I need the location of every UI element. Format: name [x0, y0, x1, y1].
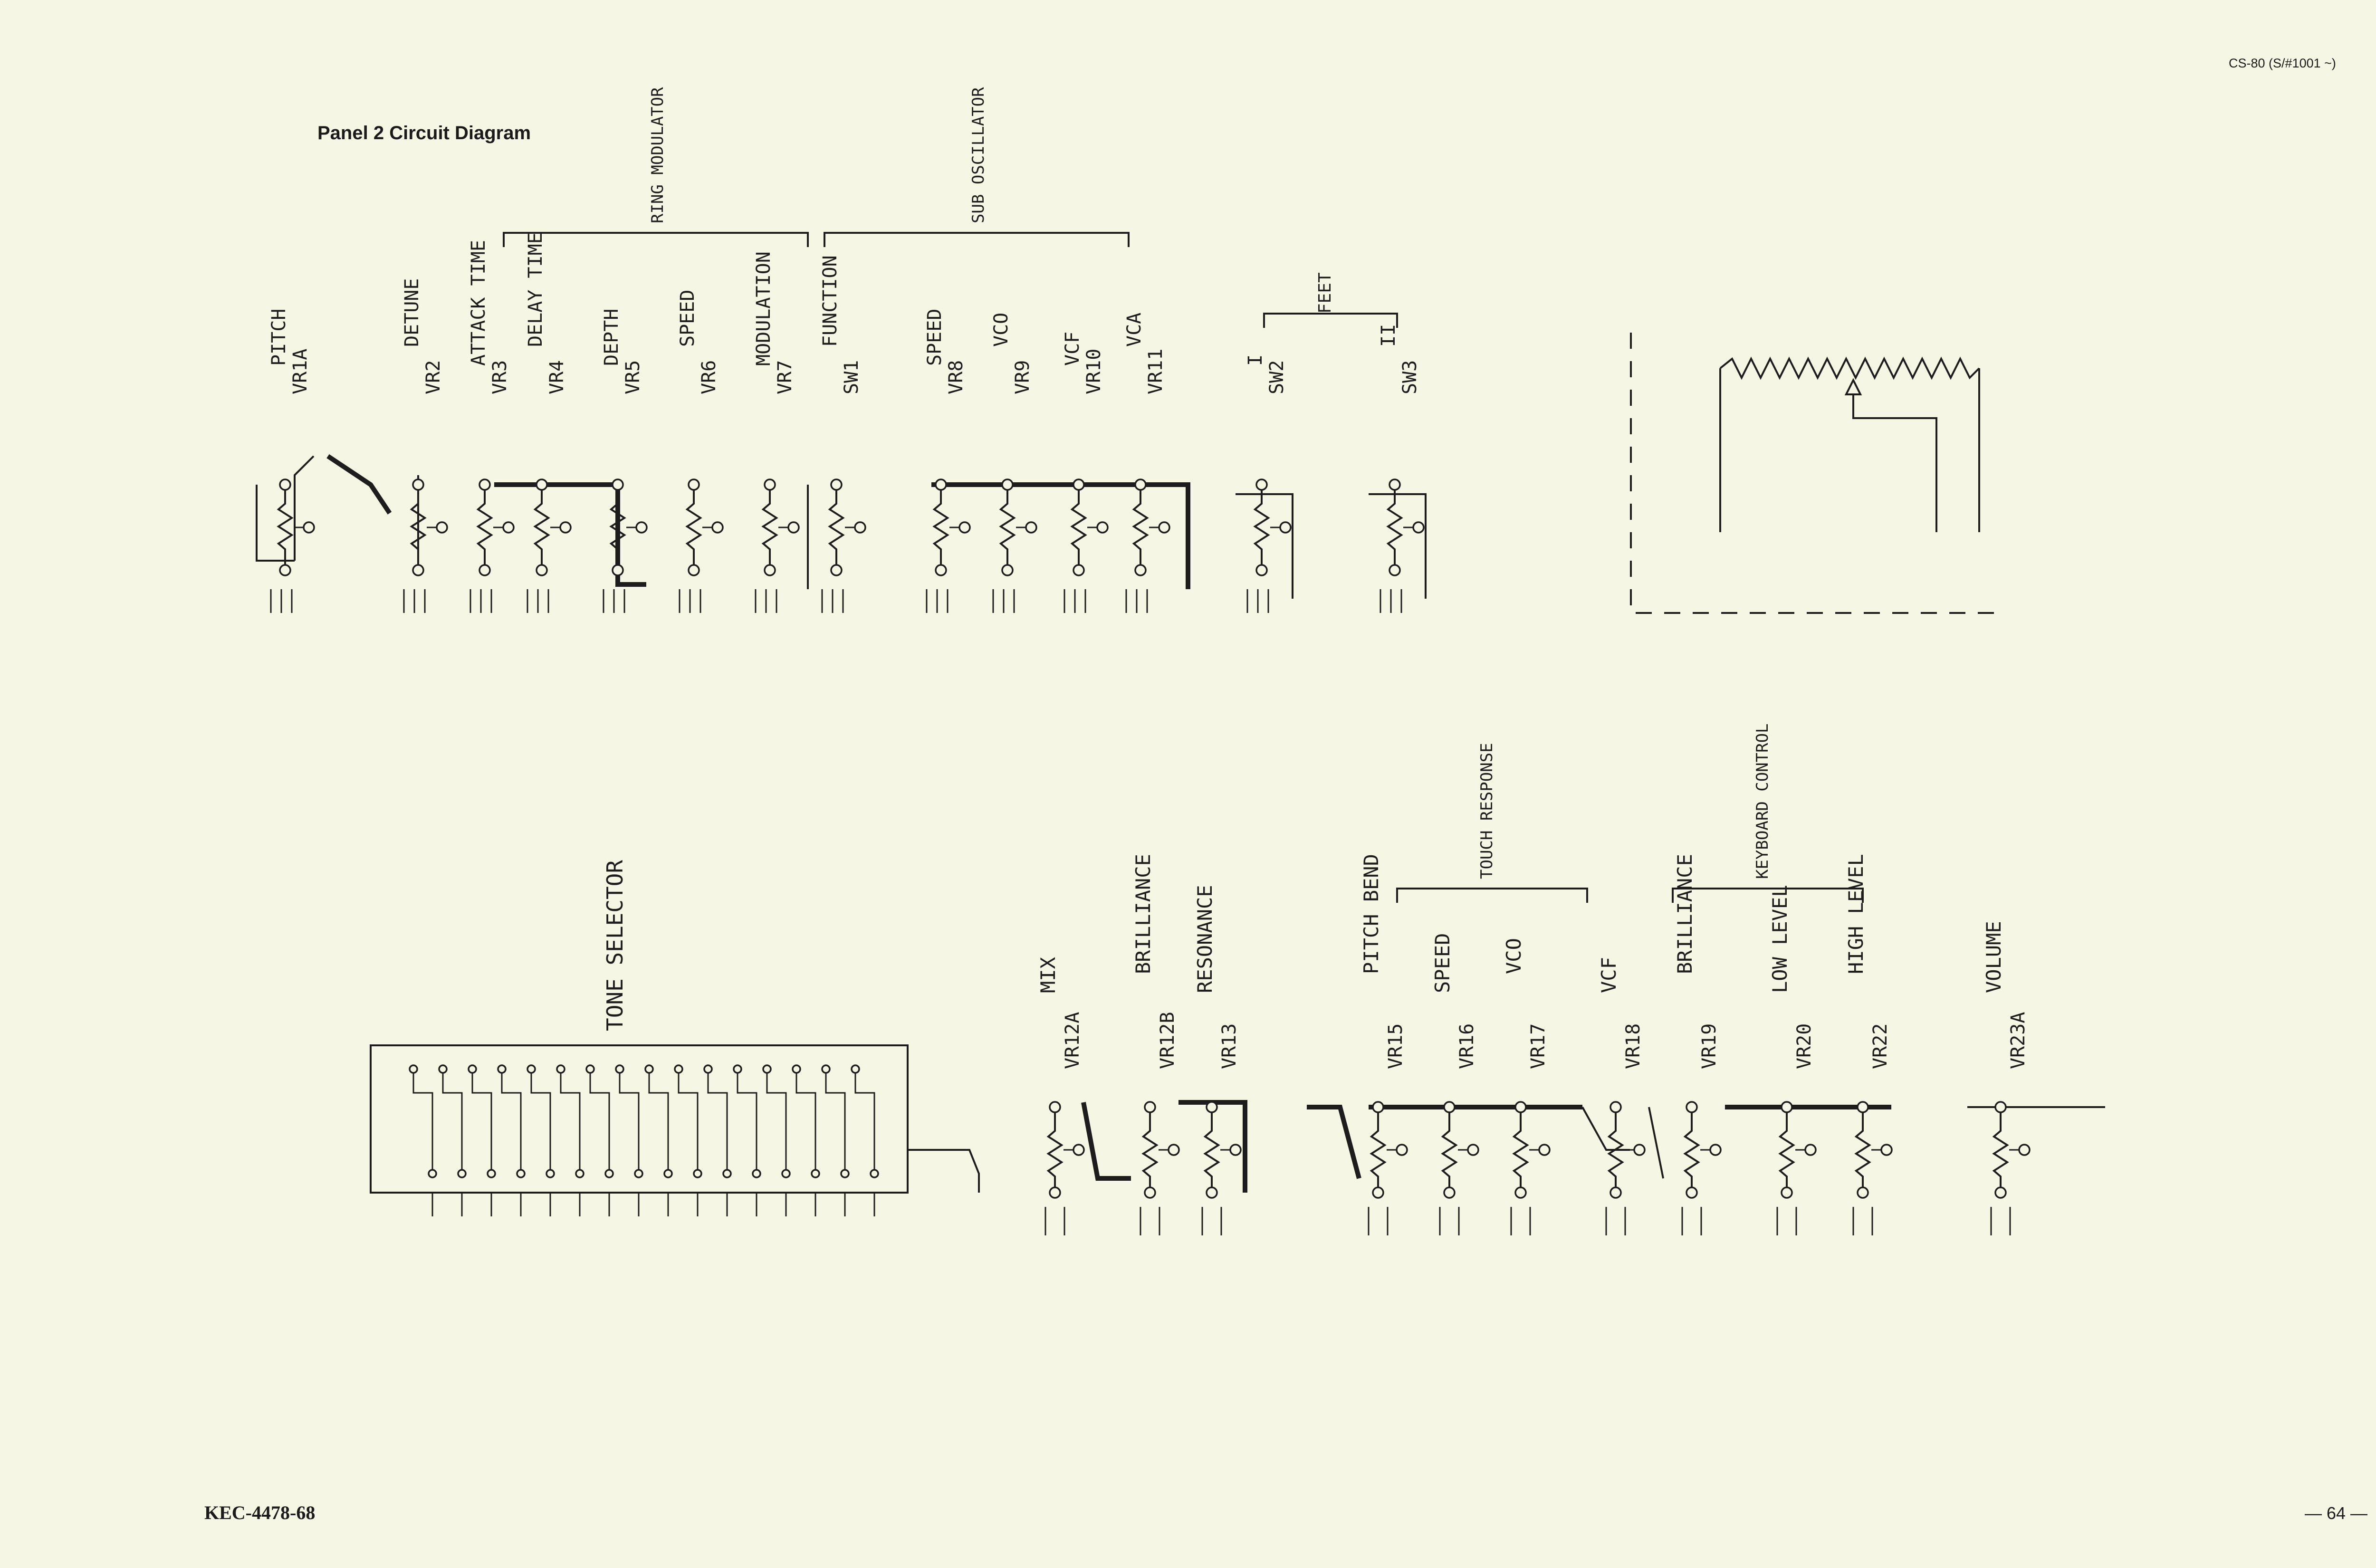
- control-ref-vr5: VR5: [622, 360, 644, 394]
- control-label-vr4: DELAY TIME: [525, 232, 546, 347]
- document-number: KEC-4478-68: [204, 1502, 316, 1523]
- control-ref-vr1a: VR1A: [289, 349, 311, 394]
- control-ref-vr12b: VR12B: [1157, 1012, 1178, 1069]
- pot-sw3: [1386, 478, 1425, 576]
- control-label-vr13: RESONANCE: [1193, 885, 1217, 993]
- control-label-sw2: I: [1245, 354, 1266, 366]
- pot-vr9: [999, 478, 1037, 576]
- control-ref-vr2: VR2: [422, 360, 444, 394]
- control-label-vr16: SPEED: [1431, 933, 1454, 993]
- group-label-feet: FEET: [1315, 272, 1335, 314]
- control-ref-vr17: VR17: [1527, 1023, 1549, 1069]
- control-label-vr1a: PITCH: [268, 309, 290, 366]
- control-ref-vr11: VR11: [1145, 349, 1167, 394]
- pot-vr18: [1605, 1101, 1646, 1235]
- control-ref-vr3: VR3: [489, 360, 511, 394]
- control-ref-vr9: VR9: [1012, 360, 1034, 394]
- model-label: CS-80 (S/#1001 ~): [2229, 56, 2336, 70]
- control-ref-vr16: VR16: [1456, 1023, 1478, 1069]
- control-label-vr18: VCF: [1597, 957, 1620, 993]
- control-label-vr19: BRILLIANCE: [1673, 854, 1696, 974]
- group-label-keyboard-control: KEYBOARD CONTROL: [1753, 723, 1772, 879]
- pot-vr4: [533, 478, 572, 576]
- control-ref-sw2: SW2: [1266, 360, 1288, 394]
- control-ref-vr15: VR15: [1385, 1023, 1407, 1069]
- pot-vr2: [410, 478, 448, 576]
- pot-vr8: [932, 478, 971, 576]
- control-label-sw3: II: [1378, 324, 1399, 347]
- control-ref-sw3: SW3: [1399, 360, 1421, 394]
- control-ref-vr4: VR4: [546, 360, 568, 394]
- pot-vr20: [1776, 1101, 1817, 1235]
- control-ref-vr23a: VR23A: [2007, 1012, 2029, 1069]
- control-ref-vr7: VR7: [774, 360, 796, 394]
- pot-vr7: [761, 478, 800, 576]
- control-label-vr20: LOW LEVEL: [1768, 885, 1792, 993]
- pot-vr1a: [277, 478, 315, 576]
- page-title: Panel 2 Circuit Diagram: [317, 123, 531, 143]
- pot-vr17: [1510, 1101, 1551, 1235]
- control-label-vr11: VCA: [1123, 313, 1145, 347]
- bottom-section: TONE SELECTOR TOUCH RESPONSE KEYBOARD CONT…: [370, 723, 2105, 1235]
- control-label-vr9: VCO: [990, 313, 1012, 347]
- pot-vr6: [685, 478, 724, 576]
- control-label-vr7: MODULATION: [753, 251, 775, 366]
- pot-vr19: [1681, 1101, 1722, 1235]
- group-label-tone-selector: TONE SELECTOR: [602, 860, 628, 1031]
- control-ref-vr20: VR20: [1793, 1023, 1815, 1069]
- page-number: — 64 —: [2305, 1503, 2368, 1523]
- control-ref-vr13: VR13: [1218, 1023, 1240, 1069]
- pot-vr12b: [1140, 1101, 1180, 1235]
- control-label-sw1: FUNCTION: [819, 255, 841, 347]
- pot-vr10: [1070, 478, 1109, 576]
- control-label-vr12b: BRILLIANCE: [1131, 854, 1155, 974]
- pot-vr5: [609, 478, 648, 576]
- control-ref-vr22: VR22: [1869, 1023, 1891, 1069]
- control-label-vr15: PITCH BEND: [1360, 854, 1383, 974]
- control-ref-vr12a: VR12A: [1062, 1012, 1083, 1069]
- pot-vr23a: [1990, 1101, 2031, 1235]
- pot-sw2: [1253, 478, 1292, 576]
- control-ref-vr19: VR19: [1698, 1023, 1720, 1069]
- control-ref-vr18: VR18: [1622, 1023, 1644, 1069]
- control-ref-vr8: VR8: [945, 360, 967, 394]
- pot-vr13: [1201, 1101, 1242, 1235]
- pot-sw1: [828, 478, 866, 576]
- control-ref-vr10: VR10: [1083, 349, 1105, 394]
- control-label-vr23a: VOLUME: [1982, 921, 2005, 993]
- control-label-vr12a: MIX: [1036, 957, 1060, 993]
- pot-vr11: [1132, 478, 1170, 576]
- pot-vr3: [476, 478, 515, 576]
- pot-vr15: [1368, 1101, 1408, 1235]
- control-label-vr3: ATTACK TIME: [468, 240, 489, 366]
- control-label-vr5: DEPTH: [601, 309, 623, 366]
- control-ref-sw1: SW1: [841, 360, 862, 394]
- control-label-vr10: VCF: [1062, 332, 1083, 366]
- group-label-ring-modulator: RING MODULATOR: [648, 87, 667, 223]
- control-label-vr8: SPEED: [924, 309, 946, 366]
- control-label-vr22: HIGH LEVEL: [1844, 854, 1868, 974]
- control-label-vr6: SPEED: [677, 290, 699, 347]
- control-label-vr2: DETUNE: [401, 278, 423, 347]
- pot-vr12a: [1044, 1101, 1085, 1235]
- control-ref-vr6: VR6: [698, 360, 720, 394]
- pot-vr16: [1439, 1101, 1479, 1235]
- sk-section: [1630, 333, 2001, 614]
- group-label-touch-response: TOUCH RESPONSE: [1477, 743, 1496, 879]
- group-label-sub-oscillator: SUB OSCILLATOR: [969, 87, 988, 223]
- pot-vr22: [1852, 1101, 1893, 1235]
- control-label-vr17: VCO: [1502, 938, 1525, 974]
